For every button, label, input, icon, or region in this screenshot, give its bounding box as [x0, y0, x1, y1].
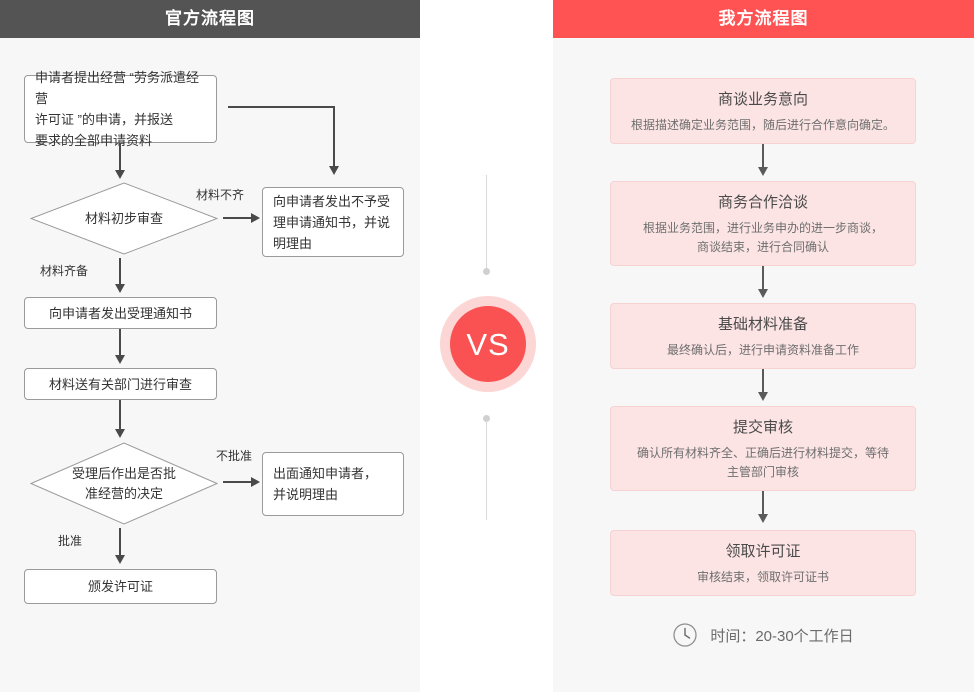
arrow-department-to-decision-head	[115, 429, 125, 438]
edge-label-incomplete: 材料不齐	[196, 188, 245, 202]
arrow-accept-to-department-shaft	[119, 329, 121, 358]
step-title-1: 商谈业务意向	[717, 90, 808, 108]
duration-text: 时间：20-30个工作日	[710, 627, 854, 645]
arrow-apply-to-reject-horizontal	[228, 106, 335, 108]
step-card-1: 商谈业务意向 根据描述确定业务范围，随后进行合作意向确定。	[610, 78, 916, 144]
node-deny-notice: 出面通知申请者， 并说明理由	[262, 452, 404, 516]
arrow-apply-to-review-shaft	[119, 143, 121, 173]
step-card-2: 商务合作洽谈 根据业务范围，进行业务申办的进一步商谈， 商谈结束，进行合同确认	[610, 181, 916, 266]
step-desc-3: 最终确认后，进行申请资料准备工作	[666, 342, 859, 357]
node-accept-notice: 向申请者发出受理通知书	[24, 297, 217, 329]
arrow-accept-to-department-head	[115, 355, 125, 364]
arrow-decision-to-issue-shaft	[119, 528, 121, 558]
arrow-review-to-reject-shaft	[223, 217, 253, 219]
vs-divider-column: VS	[420, 0, 553, 692]
node-application: 申请者提出经营 “劳务派遣经营 许可证 ”的申请，并报送 要求的全部申请资料	[24, 70, 217, 148]
vs-badge-core: VS	[450, 306, 526, 382]
divider-line-bottom	[486, 420, 487, 520]
decision-first-review: 材料初步审查	[30, 182, 218, 255]
arrow-apply-to-review-head	[115, 170, 125, 179]
arrow-step1-to-step2-shaft	[762, 144, 764, 170]
duration-row: 时间：20-30个工作日	[610, 622, 916, 648]
edge-label-approved: 批准	[58, 534, 83, 548]
step-title-4: 提交审核	[732, 418, 793, 436]
arrow-decision-to-deny-shaft	[223, 481, 253, 483]
arrow-decision-to-deny-head	[251, 477, 260, 487]
arrow-step4-to-step5-head	[758, 514, 768, 523]
our-flow-header: 我方流程图	[553, 0, 974, 38]
arrow-step3-to-step4-head	[758, 392, 768, 401]
step-desc-4: 确认所有材料齐全、正确后进行材料提交，等待 主管部门审核	[636, 445, 889, 479]
decision-approval-label: 受理后作出是否批 准经营的决定	[71, 465, 176, 501]
vs-badge: VS	[440, 296, 536, 392]
arrow-step4-to-step5-shaft	[762, 491, 764, 517]
vs-label: VS	[466, 326, 510, 362]
divider-line-top	[486, 175, 487, 270]
step-card-3: 基础材料准备 最终确认后，进行申请资料准备工作	[610, 303, 916, 369]
edge-label-not-approved: 不批准	[216, 449, 253, 463]
official-flow-panel: 官方流程图 申请者提出经营 “劳务派遣经营 许可证 ”的申请，并报送 要求的全部…	[0, 0, 420, 692]
arrow-step1-to-step2-head	[758, 167, 768, 176]
official-flow-header: 官方流程图	[0, 0, 420, 38]
arrow-review-to-accept-head	[115, 284, 125, 293]
step-card-5: 领取许可证 审核结束，领取许可证书	[610, 530, 916, 596]
decision-first-review-label: 材料初步审查	[84, 210, 163, 226]
edge-label-complete: 材料齐备	[40, 264, 89, 278]
decision-approval: 受理后作出是否批 准经营的决定	[30, 442, 218, 525]
arrow-review-to-reject-head	[251, 213, 260, 223]
step-desc-1: 根据描述确定业务范围，随后进行合作意向确定。	[630, 117, 895, 132]
diamond-shape-icon	[30, 182, 218, 255]
arrow-review-to-accept-shaft	[119, 258, 121, 287]
arrow-step3-to-step4-shaft	[762, 369, 764, 395]
clock-icon	[673, 623, 697, 647]
arrow-department-to-decision-shaft	[119, 400, 121, 432]
divider-dot-bottom	[483, 415, 490, 422]
arrow-apply-to-reject-vertical	[333, 106, 335, 168]
arrow-decision-to-issue-head	[115, 555, 125, 564]
step-title-5: 领取许可证	[725, 542, 801, 560]
node-issue-license: 颁发许可证	[24, 569, 217, 604]
step-title-2: 商务合作洽谈	[717, 193, 808, 211]
diamond-shape-icon	[30, 442, 218, 525]
divider-dot-top	[483, 268, 490, 275]
arrow-step2-to-step3-shaft	[762, 266, 764, 292]
step-desc-2: 根据业务范围，进行业务申办的进一步商谈， 商谈结束，进行合同确认	[642, 220, 883, 254]
arrow-apply-to-reject-head	[329, 166, 339, 175]
step-desc-5: 审核结束，领取许可证书	[696, 569, 829, 584]
node-send-department: 材料送有关部门进行审查	[24, 368, 217, 400]
arrow-step2-to-step3-head	[758, 289, 768, 298]
node-reject-notice: 向申请者发出不予受 理申请通知书，并说 明理由	[262, 187, 404, 257]
step-title-3: 基础材料准备	[717, 315, 808, 333]
step-card-4: 提交审核 确认所有材料齐全、正确后进行材料提交，等待 主管部门审核	[610, 406, 916, 491]
